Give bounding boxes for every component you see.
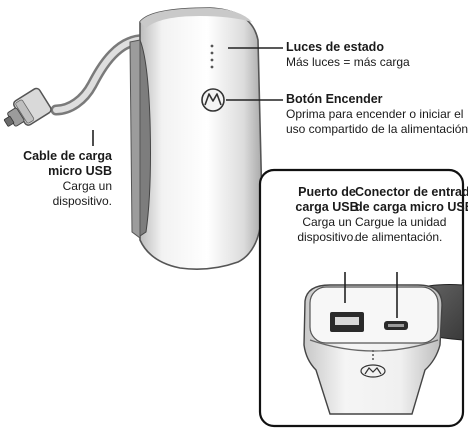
status-lights-label: Luces de estado Más luces = más carga: [286, 40, 410, 70]
micro-usb-cable-title-line1: Cable de carga: [23, 149, 112, 163]
micro-usb-input-desc-line1: Cargue la unidad: [355, 215, 447, 229]
usb-port-label: Puerto de carga USB Carga un dispositivo…: [286, 185, 368, 245]
micro-usb-cable-label: Cable de carga micro USB Carga un dispos…: [23, 149, 112, 209]
status-lights-desc: Más luces = más carga: [286, 55, 410, 69]
inset-closeup: [258, 168, 465, 428]
micro-usb-port: [384, 321, 408, 330]
power-button-title: Botón Encender: [286, 92, 383, 106]
power-button-logo: [201, 88, 225, 112]
power-button-desc-line2: uso compartido de la alimentación.: [286, 122, 468, 136]
micro-usb-input-desc-line2: de alimentación.: [355, 230, 443, 244]
micro-usb-cable-desc-line2: dispositivo.: [52, 194, 112, 208]
micro-usb-cable: [3, 34, 156, 127]
power-button-label: Botón Encender Oprima para encender o in…: [286, 92, 468, 137]
micro-usb-input-title-line1: Conector de entrada: [355, 185, 468, 199]
micro-usb-cable-title-line2: micro USB: [48, 164, 112, 178]
micro-usb-input-title-line2: de carga micro USB: [355, 200, 468, 214]
leader-lines: [92, 47, 283, 146]
micro-usb-input-label: Conector de entrada de carga micro USB C…: [355, 185, 468, 245]
power-button-desc-line1: Oprima para encender o iniciar el: [286, 107, 464, 121]
usb-port-desc-line1: Carga un: [302, 215, 352, 229]
usb-port: [330, 312, 364, 332]
usb-port-title-line2: carga USB: [295, 200, 359, 214]
status-lights-title: Luces de estado: [286, 40, 384, 54]
power-bank-body: [129, 7, 263, 270]
usb-port-desc-line2: dispositivo.: [297, 230, 357, 244]
usb-port-title-line1: Puerto de: [298, 185, 356, 199]
micro-usb-cable-desc-line1: Carga un: [62, 179, 112, 193]
status-lights: [210, 44, 214, 69]
